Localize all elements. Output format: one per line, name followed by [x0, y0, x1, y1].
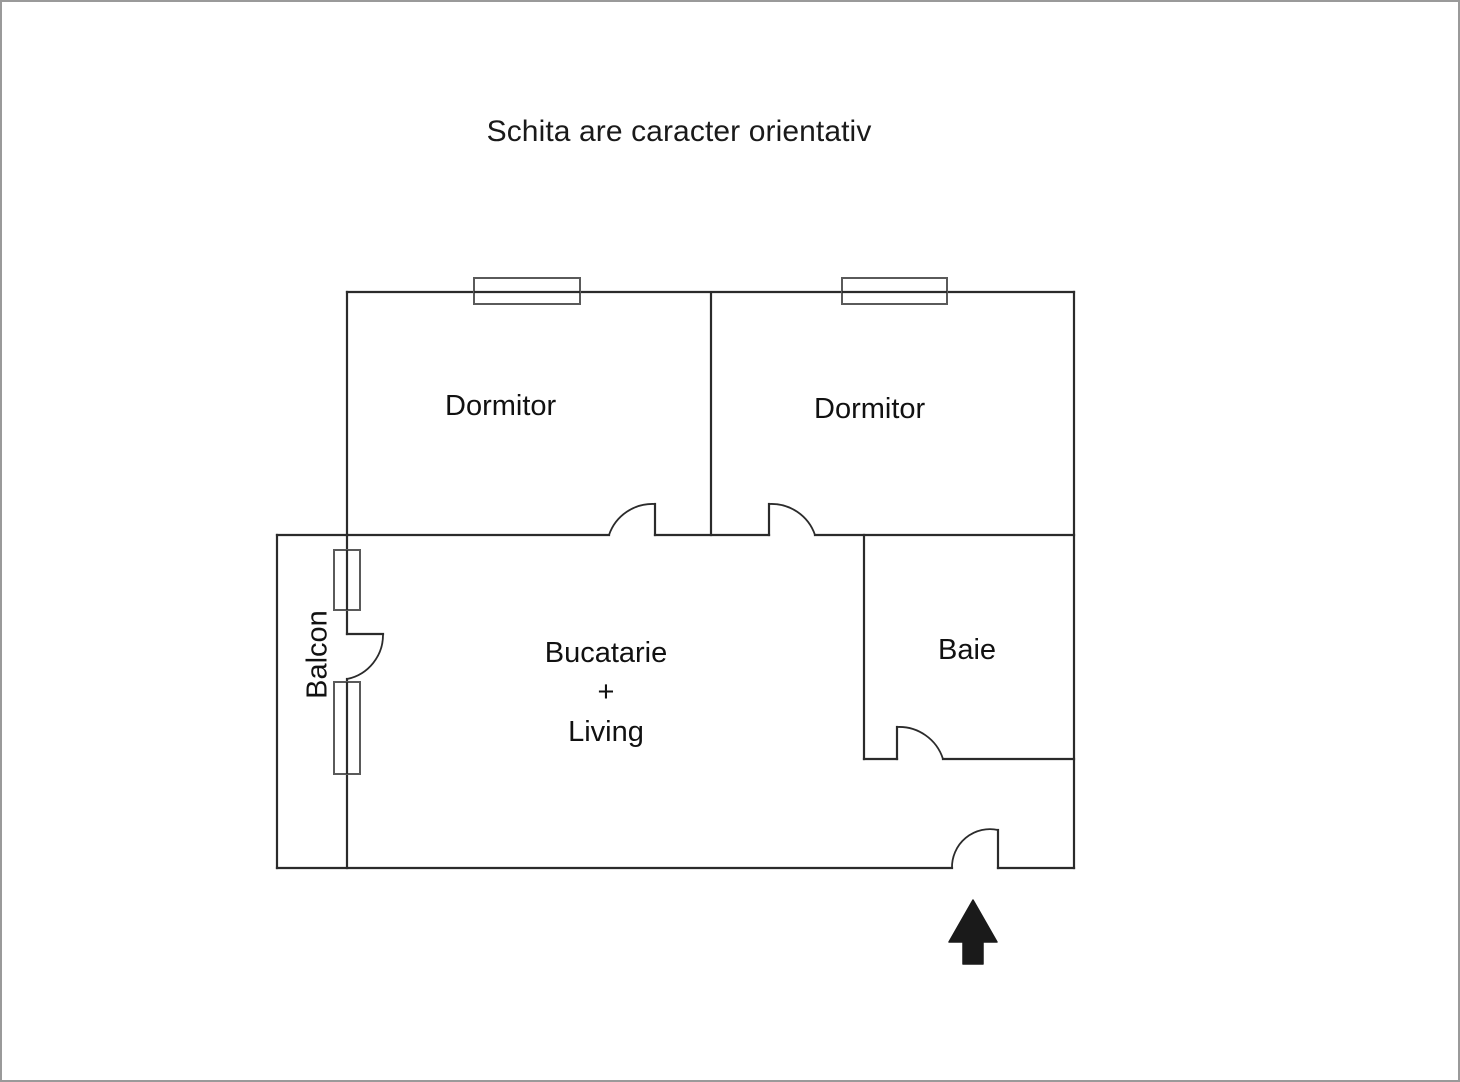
- room-label-balcon: Balcon: [301, 610, 334, 699]
- room-label-bucatarie-living: Bucatarie + Living: [513, 634, 699, 752]
- page-title: Schita are caracter orientativ: [2, 115, 1458, 149]
- door-swing-baie: [896, 726, 945, 761]
- entrance-arrow: [948, 899, 998, 965]
- door-swing-entrance: [951, 828, 1000, 869]
- room-label-dormitor-left: Dormitor: [445, 390, 557, 422]
- page-title-text: Schita are caracter orientativ: [486, 115, 872, 148]
- door-swing-dormitor-left: [607, 503, 656, 537]
- room-label-bucatarie: Bucatarie: [544, 637, 668, 669]
- door-swing-dormitor-right: [768, 503, 817, 537]
- door-swing-balcon: [345, 633, 384, 681]
- room-label-living: Living: [568, 715, 644, 748]
- room-label-baie: Baie: [938, 634, 997, 666]
- room-label-plus: +: [597, 676, 615, 709]
- room-label-dormitor-right: Dormitor: [814, 393, 926, 425]
